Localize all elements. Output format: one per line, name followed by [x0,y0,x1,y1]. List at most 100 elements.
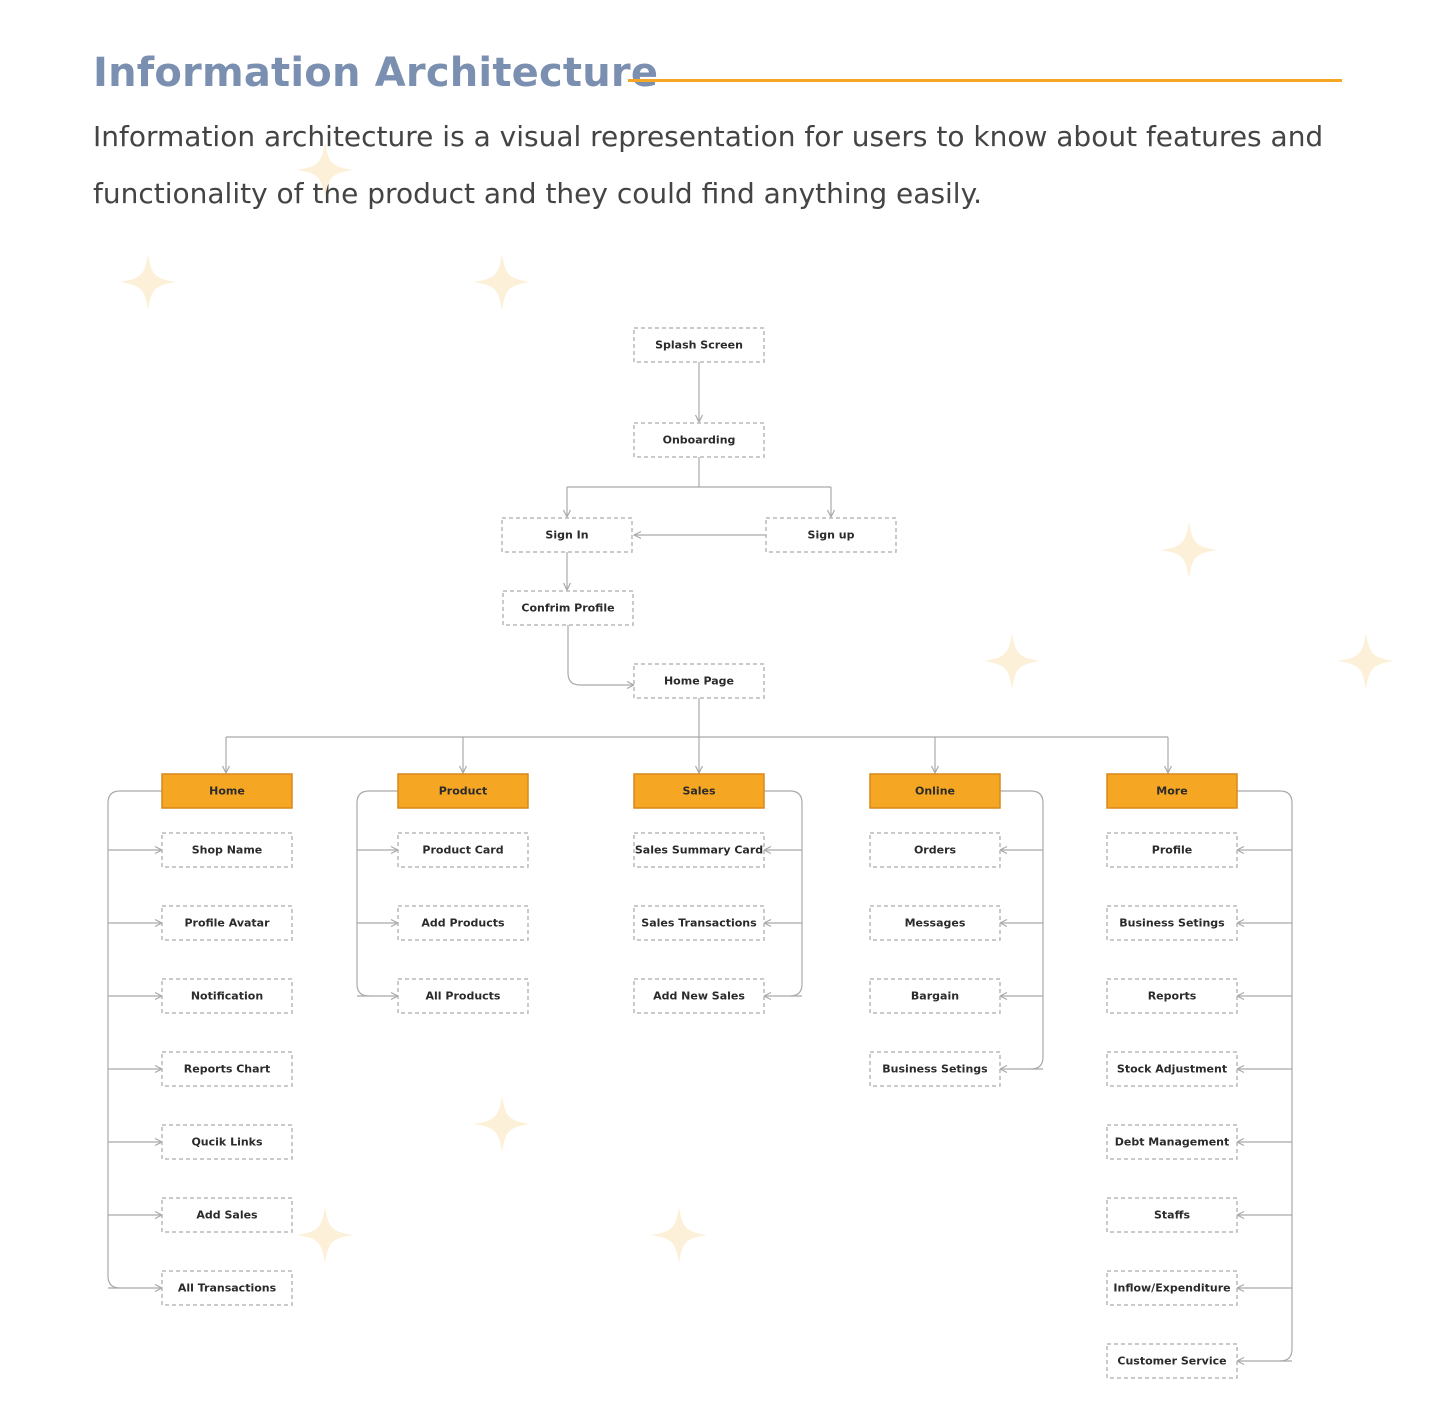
item-more-debt-management: Debt Management [1106,1124,1238,1160]
item-product-product-card-box [397,832,529,868]
item-more-staffs-label: Staffs [1154,1209,1191,1222]
item-home-qucik-links-label: Qucik Links [191,1136,263,1149]
item-more-reports: Reports [1106,978,1238,1014]
item-home-notification: Notification [161,978,293,1014]
item-home-reports-chart-label: Reports Chart [184,1063,270,1076]
item-home-reports-chart-box [161,1051,293,1087]
page-description: Information architecture is a visual rep… [93,120,1324,210]
sparkle-star-icon [120,254,176,310]
item-more-stock-adjustment: Stock Adjustment [1106,1051,1238,1087]
item-home-profile-avatar: Profile Avatar [161,905,293,941]
item-online-business-setings: Business Setings [869,1051,1001,1087]
item-online-business-setings-label: Business Setings [882,1063,988,1076]
item-home-shop-name-label: Shop Name [192,844,263,857]
item-online-messages-box [869,905,1001,941]
sparkle-star-icon [297,142,353,198]
node-home-page-box [633,663,765,699]
item-product-add-products: Add Products [397,905,529,941]
item-online-business-setings-box [869,1051,1001,1087]
node-confirm-profile-box [502,590,634,626]
item-more-profile-label: Profile [1152,844,1192,857]
item-more-profile: Profile [1106,832,1238,868]
category-product-label: Product [439,785,488,798]
sparkle-star-icon [984,633,1040,689]
item-online-messages-label: Messages [905,917,966,930]
item-sales-sales-transactions-box [633,905,765,941]
connector-confirm-to-home-page [567,625,634,685]
item-product-product-card: Product Card [397,832,529,868]
category-home-box [161,773,293,809]
item-more-inflow-expenditure-box [1106,1270,1238,1306]
item-home-notification-box [161,978,293,1014]
sparkle-star-icon [651,1207,707,1263]
item-home-qucik-links: Qucik Links [161,1124,293,1160]
item-more-reports-box [1106,978,1238,1014]
bracket-online [1000,790,1044,1070]
item-more-profile-box [1106,832,1238,868]
node-confirm-profile-label: Confrim Profile [521,602,614,615]
title-underline [628,79,1342,82]
item-online-orders-label: Orders [914,844,957,857]
item-product-product-card-label: Product Card [422,844,503,857]
category-product: Product [397,773,529,809]
item-sales-sales-transactions-label: Sales Transactions [641,917,757,930]
category-home-label: Home [209,785,245,798]
category-more-label: More [1156,785,1187,798]
category-online-box [869,773,1001,809]
category-sales-box [633,773,765,809]
category-sales-label: Sales [682,785,716,798]
node-confirm-profile: Confrim Profile [502,590,634,626]
item-sales-add-new-sales: Add New Sales [633,978,765,1014]
node-onboarding-label: Onboarding [663,434,736,447]
item-more-stock-adjustment-box [1106,1051,1238,1087]
item-home-shop-name: Shop Name [161,832,293,868]
node-sign-up-label: Sign up [808,529,855,542]
item-more-debt-management-box [1106,1124,1238,1160]
bracket-more [1237,790,1293,1362]
item-home-add-sales-box [161,1197,293,1233]
category-home: Home [161,773,293,809]
node-splash-screen-label: Splash Screen [655,339,743,352]
item-sales-sales-transactions: Sales Transactions [633,905,765,941]
item-more-customer-service-label: Customer Service [1117,1355,1226,1368]
bracket-home [107,790,162,1289]
item-home-notification-label: Notification [191,990,263,1003]
sparkle-star-icon [474,254,530,310]
item-home-shop-name-box [161,832,293,868]
item-home-add-sales-label: Add Sales [196,1209,258,1222]
item-more-reports-label: Reports [1148,990,1197,1003]
item-product-all-products-box [397,978,529,1014]
item-home-profile-avatar-box [161,905,293,941]
item-online-bargain-box [869,978,1001,1014]
node-sign-in-box [501,517,633,553]
decorative-stars [120,142,1394,1263]
sparkle-star-icon [474,1096,530,1152]
item-more-staffs-box [1106,1197,1238,1233]
item-sales-sales-summary-card: Sales Summary Card [633,832,765,868]
connector-home-page-branch [226,698,1168,738]
item-sales-sales-summary-card-label: Sales Summary Card [635,844,763,857]
connectors [107,362,1293,1362]
item-more-staffs: Staffs [1106,1197,1238,1233]
item-online-bargain: Bargain [869,978,1001,1014]
item-more-stock-adjustment-label: Stock Adjustment [1117,1063,1227,1076]
item-product-all-products: All Products [397,978,529,1014]
item-sales-add-new-sales-box [633,978,765,1014]
item-more-business-setings: Business Setings [1106,905,1238,941]
item-home-add-sales: Add Sales [161,1197,293,1233]
sparkle-star-icon [1161,522,1217,578]
sparkle-star-icon [297,1207,353,1263]
item-more-customer-service: Customer Service [1106,1343,1238,1379]
item-home-all-transactions-label: All Transactions [178,1282,277,1295]
node-sign-up-box [765,517,897,553]
item-online-orders: Orders [869,832,1001,868]
item-home-all-transactions: All Transactions [161,1270,293,1306]
category-online: Online [869,773,1001,809]
item-online-messages: Messages [869,905,1001,941]
node-home-page-label: Home Page [664,675,734,688]
node-sign-in-label: Sign In [545,529,588,542]
category-product-box [397,773,529,809]
item-online-orders-box [869,832,1001,868]
item-more-inflow-expenditure-label: Inflow/Expenditure [1113,1282,1230,1295]
